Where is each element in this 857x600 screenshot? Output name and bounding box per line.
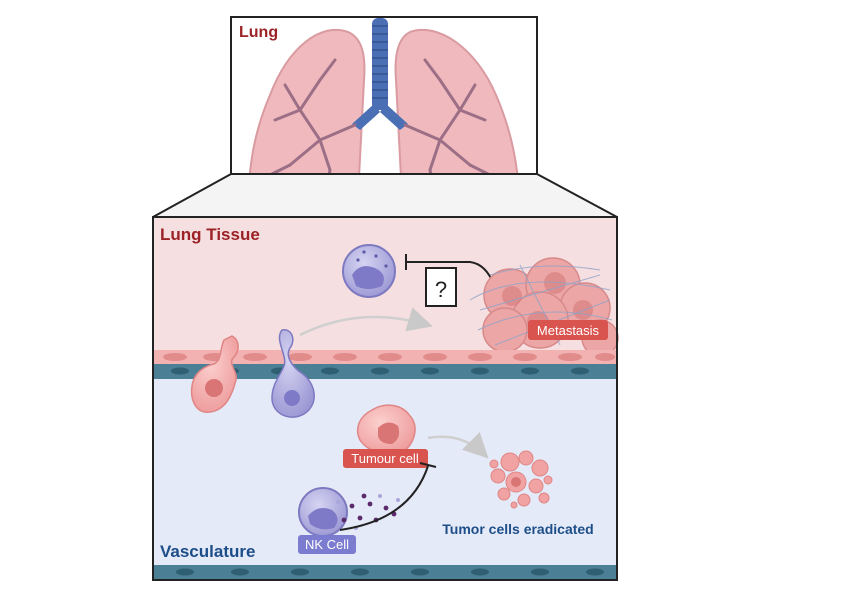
tissue-panel: Lung Tissue ? bbox=[153, 217, 619, 362]
metastasis-label: Metastasis bbox=[537, 323, 600, 338]
question-box bbox=[425, 267, 457, 307]
lung-panel: Lung bbox=[230, 16, 538, 198]
trachea-icon bbox=[352, 18, 408, 130]
endothelium-bottom bbox=[153, 565, 617, 580]
eradication-arrow bbox=[427, 432, 489, 459]
question-mark: ? bbox=[435, 277, 447, 302]
vasculature-panel: Tumour cell Tumor cells eradicated NK bbox=[153, 329, 617, 565]
nk-cell-tag bbox=[298, 535, 356, 554]
killing-line bbox=[339, 465, 429, 531]
vasculature-title: Vasculature bbox=[160, 542, 255, 561]
epithelial-layer bbox=[153, 350, 617, 364]
nk-cell-icon bbox=[342, 244, 396, 298]
nk-cell-label: NK Cell bbox=[305, 537, 349, 552]
tumour-cell-tag bbox=[343, 449, 428, 468]
lung-title: Lung bbox=[239, 24, 278, 41]
tumour-cell-icon bbox=[356, 404, 416, 456]
extravasating-nk-cell-icon bbox=[271, 329, 315, 418]
cytotoxic-granules-light bbox=[336, 494, 400, 530]
fragmented-tumour-icon bbox=[489, 450, 553, 509]
tissue-title: Lung Tissue bbox=[160, 225, 260, 244]
killing-line-cap bbox=[419, 462, 437, 468]
eradicated-label: Tumor cells eradicated bbox=[442, 521, 593, 537]
extravasating-tumour-cell-icon bbox=[190, 335, 239, 413]
metastasis-tag bbox=[528, 320, 608, 340]
zoom-connector bbox=[152, 173, 618, 218]
extravasation-arrow bbox=[299, 307, 433, 337]
bronchial-tree-icon bbox=[268, 58, 492, 197]
zoom-panel-border bbox=[152, 216, 618, 581]
tumour-cell-label: Tumour cell bbox=[351, 451, 419, 466]
nk-cell-vessel-icon bbox=[298, 487, 348, 537]
